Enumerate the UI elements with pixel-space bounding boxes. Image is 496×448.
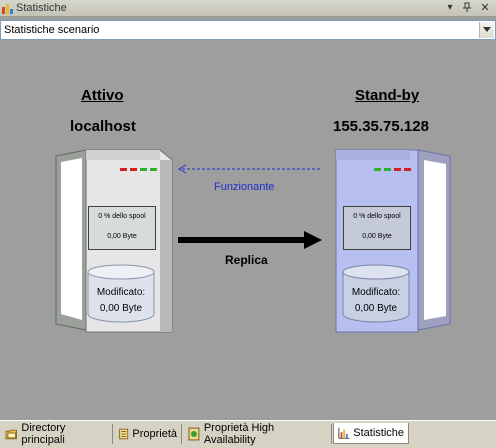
properties-icon [119,428,129,440]
tab-proprieta-high-availability[interactable]: Proprietà High Availability [183,422,332,446]
replica-bytes-text: 0,00 Byte [362,233,392,240]
select-value: Statistiche scenario [4,24,100,36]
status-arrow-icon [177,164,322,174]
statistics-icon [338,427,350,439]
replication-label: Replica [225,253,268,267]
tab-directory-principali[interactable]: Directory principali [1,422,113,446]
master-hostname: localhost [70,118,136,135]
master-bytes-text: 0,00 Byte [107,233,137,240]
panel-title: Statistiche [16,2,67,14]
master-heading: Attivo [81,87,124,104]
replica-status-panel: 0 % dello spool 0,00 Byte [343,206,411,250]
dropdown-button[interactable] [479,22,494,38]
pin-icon[interactable] [461,2,473,14]
close-icon[interactable]: ✕ [480,2,490,14]
tab-proprieta[interactable]: Proprietà [114,424,182,444]
master-status-panel: 0 % dello spool 0,00 Byte [88,206,156,250]
master-spool-text: 0 % dello spool [98,213,146,220]
statistics-icon [2,4,13,14]
master-database-icon [87,264,155,323]
replica-heading: Stand-by [355,87,420,104]
link-status-label: Funzionante [214,181,275,193]
menu-dropdown-icon[interactable]: ▾ [447,2,453,13]
tab-label: Proprietà [132,428,177,440]
bottom-tabbar: Directory principali Proprietà Proprietà… [0,420,496,448]
replica-database-icon [342,264,410,323]
master-modified-label: Modificato: [96,287,146,298]
ha-properties-icon [188,427,200,441]
master-modified-value: 0,00 Byte [99,303,143,314]
statistics-view-select[interactable]: Statistiche scenario [0,20,496,40]
replica-modified-value: 0,00 Byte [354,303,398,314]
chevron-down-icon [483,27,491,32]
replica-modified-label: Modificato: [351,287,401,298]
directory-icon [5,429,17,440]
tab-label: Directory principali [21,422,66,446]
tab-label: Proprietà High Availability [203,422,275,446]
tab-statistiche[interactable]: Statistiche [333,423,409,444]
tab-label: Statistiche [353,427,404,439]
scenario-canvas: Attivo localhost Stand-by 155.35.75.128 … [0,42,496,420]
panel-titlebar: Statistiche ▾ ✕ [0,0,496,17]
replica-spool-text: 0 % dello spool [353,213,401,220]
replication-arrow-icon [178,231,322,249]
replica-hostname: 155.35.75.128 [333,118,429,135]
